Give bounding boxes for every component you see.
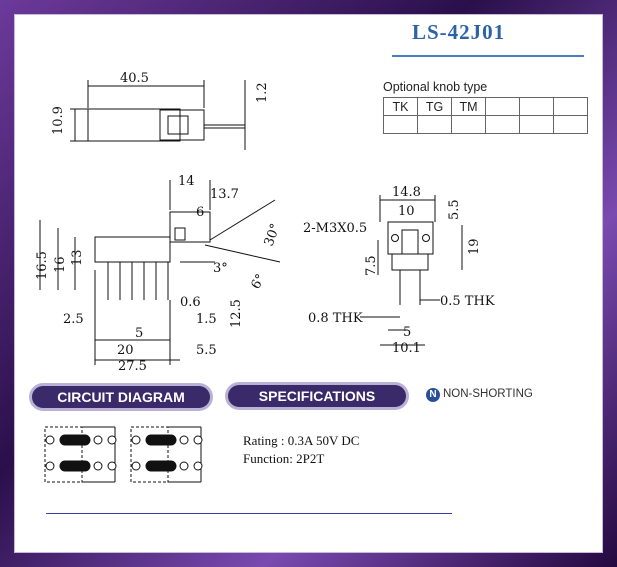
top-view-body (87, 108, 181, 142)
dim-end-10: 10 (398, 204, 415, 219)
part-number-title: LS-42J01 (412, 20, 506, 44)
dim-side-20: 20 (117, 343, 134, 358)
side-view-actuator (169, 211, 211, 243)
side-view-body (94, 236, 171, 263)
dim-side-14: 14 (178, 174, 195, 189)
dim-end-m3: 2-M3X0.5 (303, 221, 367, 236)
dim-side-2-5: 2.5 (63, 312, 84, 327)
dim-side-12-5: 12.5 (229, 299, 244, 328)
non-shorting-label: NON-SHORTING (443, 388, 533, 400)
dim-end-10-1: 10.1 (392, 341, 421, 356)
dim-side-3deg: 3° (213, 261, 228, 276)
lever-line (209, 199, 276, 241)
dim-end-5: 5 (403, 325, 411, 340)
dim-side-1-5: 1.5 (196, 312, 217, 327)
top-view-actuator (159, 109, 205, 141)
circuit-diagram (44, 426, 203, 483)
spec-rating: Rating : 0.3A 50V DC (243, 433, 360, 448)
knob-cell-empty (553, 115, 588, 134)
dim-top-height: 10.9 (51, 106, 66, 135)
n-circle-icon: N (426, 388, 440, 402)
end-view-body (387, 221, 434, 255)
dim-side-5-5: 5.5 (196, 343, 217, 358)
dim-top-length: 40.5 (120, 71, 149, 86)
dim-side-13: 13 (70, 249, 85, 266)
dim-end-0-5thk: 0.5 THK (440, 294, 495, 309)
dim-end-19: 19 (467, 238, 482, 255)
title-underline (392, 55, 584, 57)
dim-side-16-5: 16.5 (35, 251, 50, 280)
knob-type-table: TK TG TM (383, 97, 588, 134)
dim-end-7-5: 7.5 (364, 255, 379, 276)
dim-side-27-5: 27.5 (118, 359, 147, 374)
bottom-rule (46, 513, 452, 514)
dim-side-13-7: 13.7 (210, 187, 239, 202)
dim-side-6deg: 6° (248, 272, 268, 292)
dim-side-5: 5 (135, 326, 143, 341)
dim-end-0-8thk: 0.8 THK (308, 311, 363, 326)
dim-side-30deg: 30° (262, 222, 284, 249)
dim-side-16: 16 (53, 256, 68, 273)
knob-type-caption: Optional knob type (383, 80, 488, 94)
circuit-diagram-heading: CIRCUIT DIAGRAM (32, 386, 210, 408)
specifications-heading: SPECIFICATIONS (228, 385, 406, 407)
dim-side-6: 6 (196, 205, 204, 220)
spec-function: Function: 2P2T (243, 451, 325, 466)
dim-side-0-6: 0.6 (180, 295, 201, 310)
dim-end-5-5: 5.5 (447, 199, 462, 220)
dim-top-stem: 1.2 (255, 82, 270, 103)
dim-end-14-8: 14.8 (392, 185, 421, 200)
